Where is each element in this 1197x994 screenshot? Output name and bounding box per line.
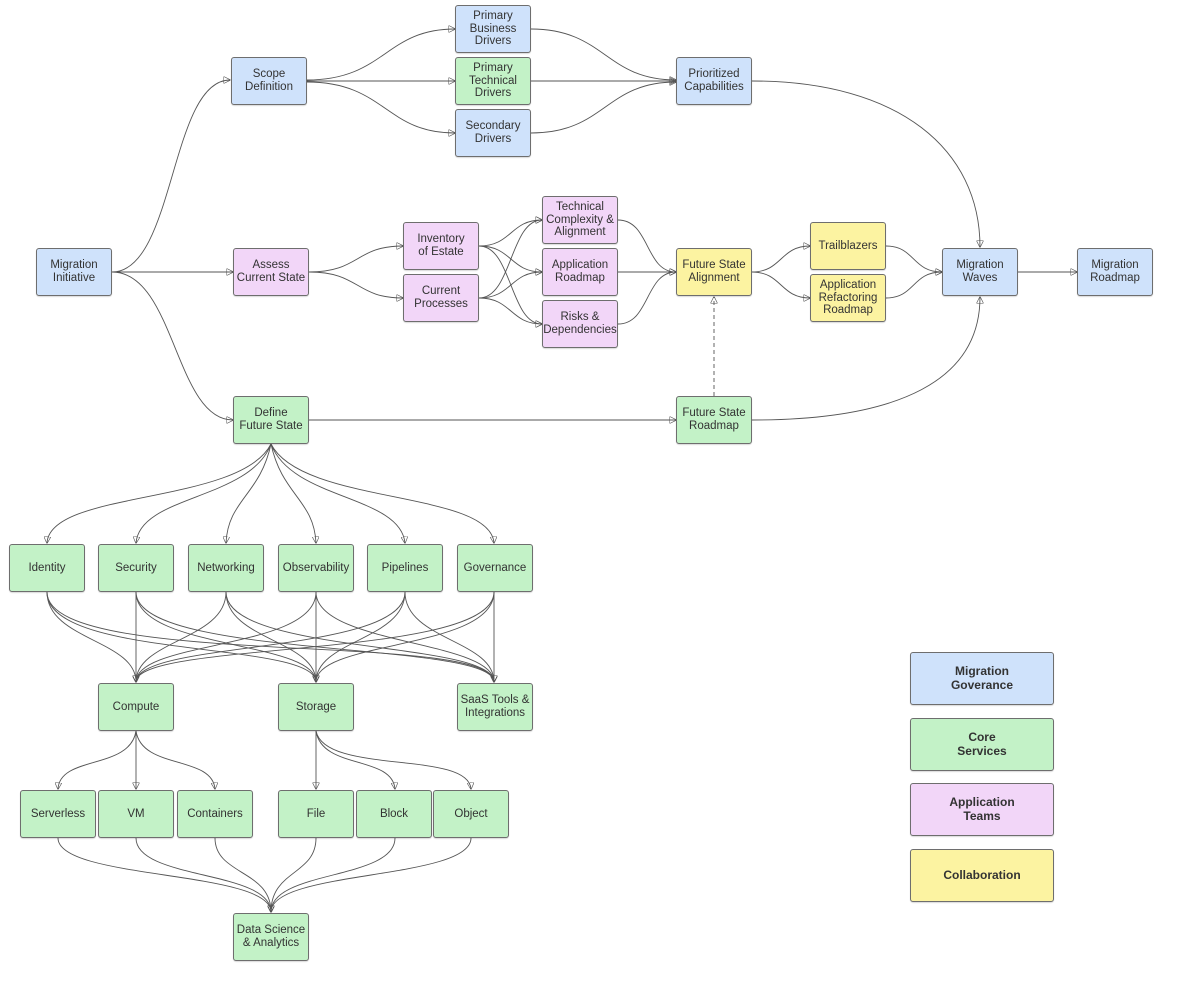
edge-initiative-define xyxy=(111,271,233,420)
node-primary-technical-drivers[interactable]: Primary Technical Drivers xyxy=(455,57,531,105)
edge-compute-serverless xyxy=(58,730,137,789)
node-observability[interactable]: Observability xyxy=(278,544,354,592)
edge-storage-object xyxy=(315,730,471,789)
legend-collaboration: Collaboration xyxy=(910,849,1054,902)
node-risks-dependencies[interactable]: Risks & Dependencies xyxy=(542,300,618,348)
edge-security-storage xyxy=(135,591,316,682)
node-storage[interactable]: Storage xyxy=(278,683,354,731)
edge-inventory-risks xyxy=(478,245,542,324)
edge-business-prioritized xyxy=(530,28,676,80)
node-governance[interactable]: Governance xyxy=(457,544,533,592)
edge-processes-risks xyxy=(478,297,542,324)
edge-storage-block xyxy=(315,730,395,789)
edge-block-datascience xyxy=(271,837,396,912)
node-security[interactable]: Security xyxy=(98,544,174,592)
node-define-future-state[interactable]: Define Future State xyxy=(233,396,309,444)
edge-processes-technical xyxy=(478,220,542,299)
node-future-state-alignment[interactable]: Future State Alignment xyxy=(676,248,752,296)
node-block[interactable]: Block xyxy=(356,790,432,838)
node-compute[interactable]: Compute xyxy=(98,683,174,731)
legend-application-teams: Application Teams xyxy=(910,783,1054,836)
edge-observability-saas xyxy=(315,591,494,682)
node-inventory-of-estate[interactable]: Inventory of Estate xyxy=(403,222,479,270)
node-migration-waves[interactable]: Migration Waves xyxy=(942,248,1018,296)
edge-governance-compute xyxy=(136,591,495,682)
legend-core-services: Core Services xyxy=(910,718,1054,771)
edge-pipelines-compute xyxy=(136,591,406,682)
edge-risks-alignment xyxy=(617,272,676,325)
edge-define-governance xyxy=(270,443,494,543)
edge-define-identity xyxy=(47,443,272,543)
edge-technical-alignment xyxy=(617,219,676,272)
node-technical-complexity[interactable]: Technical Complexity & Alignment xyxy=(542,196,618,244)
edge-networking-compute xyxy=(136,591,227,682)
edge-security-saas xyxy=(135,591,494,682)
edge-inventory-approadmap xyxy=(478,245,542,272)
edge-trailblazers-waves xyxy=(885,245,942,272)
edge-define-pipelines xyxy=(270,443,405,543)
edge-initiative-scope xyxy=(111,80,230,273)
edge-networking-storage xyxy=(225,591,316,682)
node-future-state-roadmap[interactable]: Future State Roadmap xyxy=(676,396,752,444)
node-current-processes[interactable]: Current Processes xyxy=(403,274,479,322)
node-object[interactable]: Object xyxy=(433,790,509,838)
node-migration-initiative[interactable]: Migration Initiative xyxy=(36,248,112,296)
node-scope-definition[interactable]: Scope Definition xyxy=(231,57,307,105)
edge-file-datascience xyxy=(271,837,317,912)
edge-containers-datascience xyxy=(214,837,271,912)
edge-observability-compute xyxy=(136,591,317,682)
node-assess-current-state[interactable]: Assess Current State xyxy=(233,248,309,296)
edge-processes-approadmap xyxy=(478,272,542,299)
edge-assess-processes xyxy=(308,271,403,298)
edge-refactoring-waves xyxy=(885,272,942,299)
edge-scope-business xyxy=(306,29,455,81)
node-migration-roadmap[interactable]: Migration Roadmap xyxy=(1077,248,1153,296)
edge-secondary-prioritized xyxy=(530,82,676,134)
edge-inventory-technical xyxy=(478,220,542,247)
edge-define-networking xyxy=(226,443,272,543)
edge-governance-storage xyxy=(316,591,495,682)
node-file[interactable]: File xyxy=(278,790,354,838)
node-data-science[interactable]: Data Science & Analytics xyxy=(233,913,309,961)
edge-identity-storage xyxy=(46,591,316,682)
edge-define-security xyxy=(136,443,272,543)
edge-networking-saas xyxy=(225,591,494,682)
edge-vm-datascience xyxy=(135,837,271,912)
node-networking[interactable]: Networking xyxy=(188,544,264,592)
node-serverless[interactable]: Serverless xyxy=(20,790,96,838)
edge-object-datascience xyxy=(271,837,472,912)
node-pipelines[interactable]: Pipelines xyxy=(367,544,443,592)
edge-define-observability xyxy=(270,443,316,543)
node-application-refactoring-roadmap[interactable]: Application Refactoring Roadmap xyxy=(810,274,886,322)
node-vm[interactable]: VM xyxy=(98,790,174,838)
edge-pipelines-saas xyxy=(404,591,494,682)
edge-serverless-datascience xyxy=(57,837,271,912)
node-prioritized-capabilities[interactable]: Prioritized Capabilities xyxy=(676,57,752,105)
node-trailblazers[interactable]: Trailblazers xyxy=(810,222,886,270)
node-secondary-drivers[interactable]: Secondary Drivers xyxy=(455,109,531,157)
edge-identity-saas xyxy=(46,591,494,682)
node-application-roadmap[interactable]: Application Roadmap xyxy=(542,248,618,296)
legend-migration-governance: Migration Goverance xyxy=(910,652,1054,705)
node-identity[interactable]: Identity xyxy=(9,544,85,592)
node-primary-business-drivers[interactable]: Primary Business Drivers xyxy=(455,5,531,53)
edge-alignment-trailblazers xyxy=(751,246,810,273)
edge-pipelines-storage xyxy=(316,591,406,682)
edge-identity-compute xyxy=(46,591,136,682)
edge-scope-secondary xyxy=(306,81,455,133)
edge-assess-inventory xyxy=(308,246,403,273)
edge-compute-containers xyxy=(135,730,215,789)
node-containers[interactable]: Containers xyxy=(177,790,253,838)
edge-alignment-refactoring xyxy=(751,271,810,298)
node-saas-tools[interactable]: SaaS Tools & Integrations xyxy=(457,683,533,731)
